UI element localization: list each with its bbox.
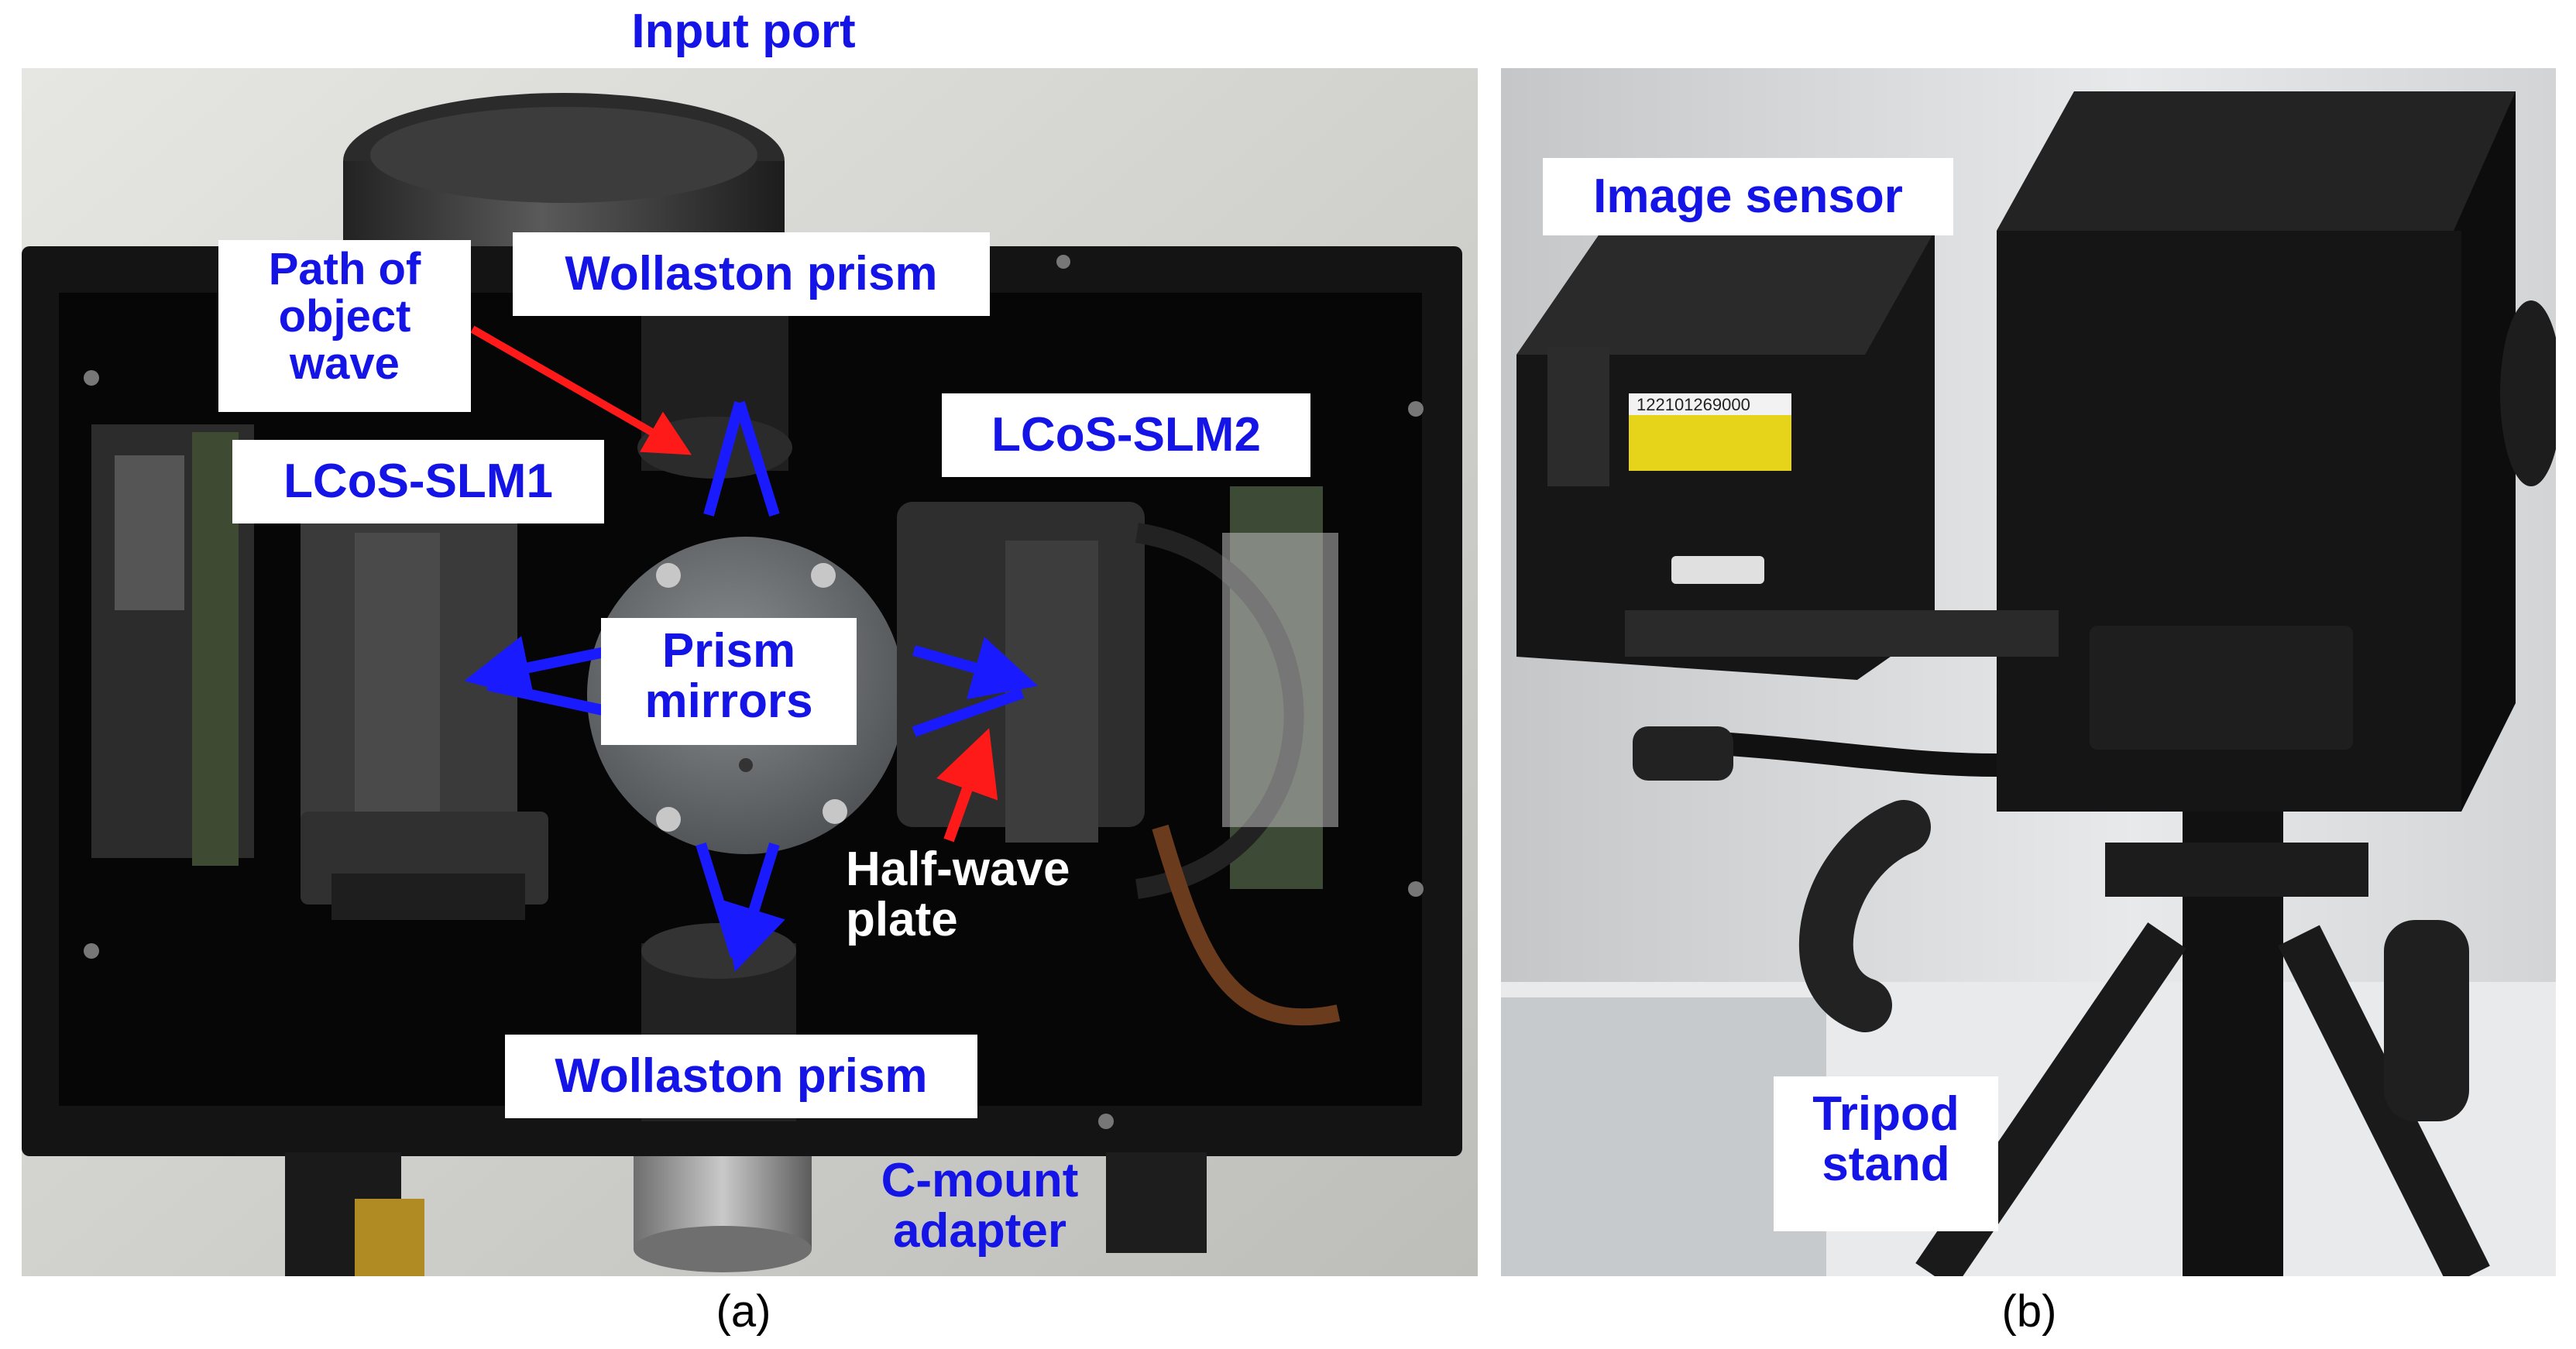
- sensor-sticker-text: 122101269000: [1637, 395, 1750, 414]
- label-image-sensor: Image sensor: [1543, 158, 1953, 235]
- panel-b-photo: 122101269000: [1501, 68, 2556, 1276]
- label-prism-mirrors: Prism mirrors: [601, 618, 857, 745]
- camera-on-tripod-photo: 122101269000: [1501, 68, 2556, 1276]
- label-half-wave-plate: Half-wave plate: [846, 843, 1070, 947]
- label-input-port: Input port: [631, 5, 856, 58]
- label-path-of-object-wave: Path of object wave: [218, 240, 471, 412]
- label-wollaston-prism-bottom: Wollaston prism: [505, 1035, 977, 1118]
- caption-b: (b): [2001, 1286, 2057, 1337]
- label-lcos-slm2: LCoS-SLM2: [942, 393, 1310, 477]
- label-wollaston-prism-top: Wollaston prism: [513, 232, 990, 316]
- caption-a: (a): [716, 1286, 771, 1337]
- label-lcos-slm1: LCoS-SLM1: [232, 440, 604, 523]
- label-tripod-stand: Tripod stand: [1774, 1076, 1998, 1231]
- label-c-mount-adapter: C-mount adapter: [881, 1154, 1079, 1258]
